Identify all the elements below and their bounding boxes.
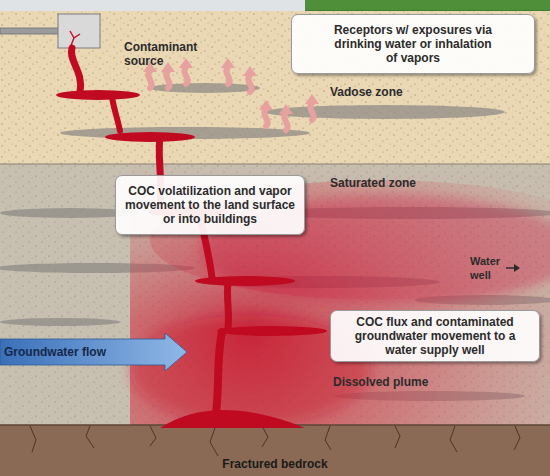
fracture xyxy=(150,426,156,446)
clay-lens xyxy=(0,318,120,326)
fractured-bedrock xyxy=(0,425,550,476)
dnapl-drip xyxy=(112,97,120,131)
dnapl-pool xyxy=(195,276,295,286)
dnapl-drip xyxy=(215,332,222,420)
fracture xyxy=(325,426,331,450)
vapor-arrow xyxy=(259,100,273,126)
water-table xyxy=(0,164,550,165)
dnapl-pool xyxy=(56,90,140,100)
fracture xyxy=(30,426,36,452)
flow-arrow xyxy=(0,333,187,371)
building-floor xyxy=(0,0,550,12)
dnapl-drip xyxy=(227,283,228,328)
clay-lens xyxy=(265,105,505,119)
zone-label: Vadose zone xyxy=(330,85,450,99)
vapor-arrow xyxy=(279,104,293,130)
dnapl-drip xyxy=(71,48,80,92)
fracture xyxy=(514,426,520,450)
zone-label: Fractured bedrock xyxy=(0,457,550,471)
fracture xyxy=(86,426,94,448)
dnapl-pool xyxy=(105,132,195,142)
dnapl-pool xyxy=(217,326,327,336)
zone-label: Contaminant source xyxy=(124,40,208,68)
soil-texture xyxy=(0,11,550,164)
bedrock-fractures xyxy=(30,426,520,456)
fracture xyxy=(210,428,218,456)
fracture xyxy=(262,426,268,447)
dnapl-pool xyxy=(160,410,305,428)
zone-label: Saturated zone xyxy=(330,176,450,190)
vadose-zone xyxy=(0,11,550,164)
callout-text: Receptors w/ exposures via drinking wate… xyxy=(329,23,497,65)
dnapl-pools xyxy=(56,90,327,428)
vapor-arrow xyxy=(221,58,235,84)
zone-label: Groundwater flow xyxy=(4,345,174,359)
grass-surface xyxy=(305,0,550,11)
fracture xyxy=(395,426,400,448)
vapor-arrow xyxy=(243,66,257,92)
callout-box: COC flux and contaminated groundwater mo… xyxy=(330,310,540,362)
source-tank xyxy=(58,14,100,48)
zone-label: Water well xyxy=(470,254,510,282)
callout-text: COC flux and contaminated groundwater mo… xyxy=(346,315,524,357)
well-arrowhead xyxy=(514,264,520,272)
vapor-arrow xyxy=(179,58,193,84)
callout-text: COC volatilization and vapor movement to… xyxy=(119,184,301,226)
vapor-arrow xyxy=(305,94,319,120)
callout-box: Receptors w/ exposures via drinking wate… xyxy=(291,14,535,74)
callout-box: COC volatilization and vapor movement to… xyxy=(115,175,305,235)
zone-label: Dissolved plume xyxy=(333,375,463,389)
fracture xyxy=(450,426,457,452)
pipe xyxy=(0,28,60,34)
